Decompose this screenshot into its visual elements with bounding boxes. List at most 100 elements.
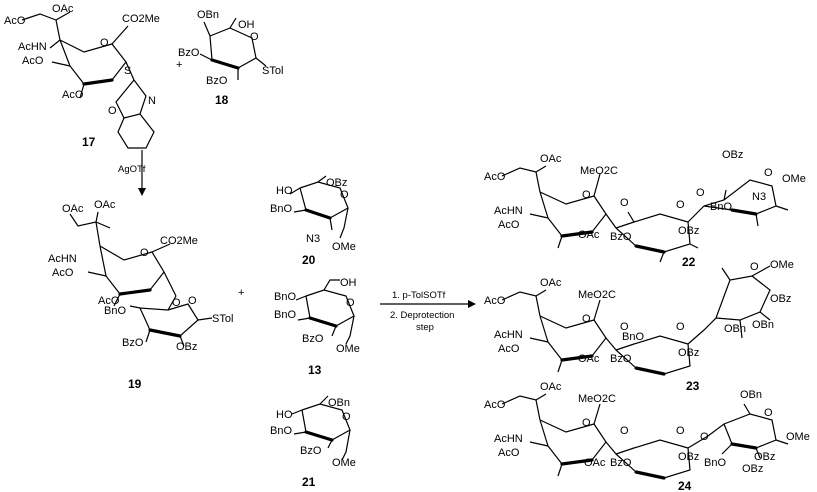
label-ho: HO — [276, 185, 293, 197]
label-obn: OBn — [752, 319, 774, 331]
label-achn: AcHN — [494, 329, 523, 341]
label-oac: OAc — [540, 153, 562, 165]
label-aco: AcO — [4, 15, 26, 27]
plus-sign: + — [238, 287, 244, 299]
label-obn: OBn — [197, 9, 219, 21]
plus-sign: + — [176, 59, 182, 71]
label-aco: AcO — [484, 171, 506, 183]
label-stol: STol — [262, 65, 283, 77]
label-ring-o: O — [188, 295, 197, 307]
label-bzo: BzO — [610, 457, 632, 469]
label-oac: OAc — [578, 353, 600, 365]
label-bzo: BzO — [122, 337, 144, 349]
label-obz: OBz — [176, 341, 197, 353]
compound-number: 24 — [678, 479, 692, 492]
arrow-step1: AgOTf — [118, 150, 146, 196]
label-ho: HO — [276, 409, 293, 421]
label-obn: OBn — [724, 323, 746, 335]
label-bzo: BzO — [300, 445, 322, 457]
compound-number: 13 — [308, 363, 322, 377]
label-oac: OAc — [94, 199, 116, 211]
label-oh: OH — [340, 277, 357, 289]
label-ome: OMe — [332, 457, 356, 469]
label-co2me: CO2Me — [160, 235, 198, 247]
label-o-link: O — [620, 321, 629, 333]
label-ring-o: O — [582, 417, 591, 429]
label-ring-o: O — [340, 189, 349, 201]
label-oac: OAc — [540, 381, 562, 393]
compound-23: AcO OAc MeO2C OMe AcHN AcO OAc BzO OBz B… — [484, 259, 794, 393]
compound-20: HO OBz BnO N3 OMe O 20 — [270, 175, 356, 267]
label-o-link: O — [172, 297, 181, 309]
label-o-link: O — [620, 197, 629, 209]
label-bzo: BzO — [610, 353, 632, 365]
compound-number: 18 — [215, 93, 229, 107]
label-bzo: BzO — [178, 47, 200, 59]
label-bzo: BzO — [206, 75, 228, 87]
label-aco: AcO — [98, 295, 120, 307]
compound-24: AcO OAc MeO2C OBn AcHN AcO OAc BzO OBz B… — [484, 381, 810, 492]
label-co2me: CO2Me — [122, 13, 160, 25]
label-obz: OBz — [326, 177, 347, 189]
label-n3: N3 — [752, 191, 766, 203]
arrow-step2: 1. p-TolSOTf 2. Deprotection step — [380, 290, 476, 333]
label-oh: OH — [238, 19, 255, 31]
label-o-link: O — [700, 431, 709, 443]
label-ring-o: O — [140, 247, 149, 259]
label-ring-o: O — [342, 411, 351, 423]
deprotection-line: 2. Deprotection — [390, 310, 454, 321]
label-ome: OMe — [332, 241, 356, 253]
label-bno: BnO — [104, 305, 126, 317]
label-ome: OMe — [770, 259, 794, 271]
label-ring-o: O — [676, 425, 685, 437]
label-aco: AcO — [484, 399, 506, 411]
compound-22: AcO OAc MeO2C OBz AcHN AcO OAc BzO OBz B… — [484, 149, 806, 269]
label-ring-o: O — [346, 297, 355, 309]
label-aco: AcO — [498, 343, 520, 355]
label-oac: OAc — [584, 457, 606, 469]
label-achn: AcHN — [48, 253, 77, 265]
compound-number: 21 — [302, 475, 316, 489]
reagent-ptolsotf: 1. p-TolSOTf — [392, 290, 446, 301]
label-ring-o: O — [582, 189, 591, 201]
label-obn: OBn — [328, 397, 350, 409]
label-o-link: O — [696, 187, 705, 199]
reagent-agotf: AgOTf — [118, 164, 146, 175]
label-bno: BnO — [274, 309, 296, 321]
compound-19: OAc OAc AcHN AcO AcO CO2Me O O BnO BzO O… — [48, 199, 233, 391]
label-achn: AcHN — [494, 433, 523, 445]
label-ring-o: O — [676, 199, 685, 211]
label-oac: OAc — [52, 3, 74, 15]
label-obz: OBz — [678, 451, 699, 463]
label-obn: OBn — [740, 389, 762, 401]
label-aco: AcO — [22, 55, 44, 67]
compound-18: OBn OH BzO BzO STol O 18 — [178, 9, 283, 107]
label-aco: AcO — [498, 447, 520, 459]
compound-number: 23 — [686, 379, 700, 393]
deprotection-step: step — [416, 322, 434, 333]
label-bno: BnO — [270, 425, 292, 437]
compound-13: BnO OH BnO BzO OMe O 13 — [274, 277, 360, 377]
label-obz: OBz — [754, 451, 775, 463]
label-aco: AcO — [484, 295, 506, 307]
label-oac: OAc — [540, 277, 562, 289]
label-ome: OMe — [782, 173, 806, 185]
label-stol: STol — [212, 313, 233, 325]
label-ring-o: O — [764, 167, 773, 179]
label-bzo: BzO — [302, 333, 324, 345]
label-achn: AcHN — [494, 205, 523, 217]
label-obz: OBz — [722, 149, 743, 161]
label-obz: OBz — [678, 347, 699, 359]
label-n3: N3 — [306, 233, 320, 245]
label-o-link: O — [620, 425, 629, 437]
label-aco: AcO — [62, 89, 84, 101]
label-ring-o: O — [582, 313, 591, 325]
compound-number: 22 — [682, 255, 696, 269]
label-s: S — [124, 65, 131, 77]
label-bno: BnO — [274, 291, 296, 303]
label-bno: BnO — [704, 457, 726, 469]
label-bno: BnO — [710, 201, 732, 213]
compound-17: AcO OAc CO2Me AcHN AcO AcO S N O O 17 — [4, 3, 160, 149]
label-oac: OAc — [578, 229, 600, 241]
